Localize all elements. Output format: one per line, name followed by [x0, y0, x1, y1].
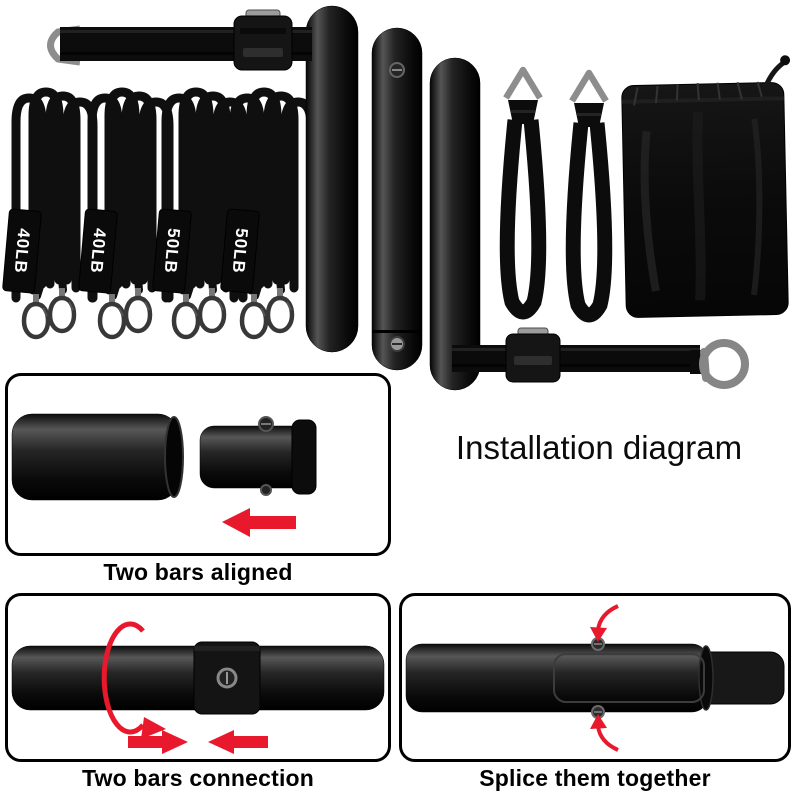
rotation-arrow-icon: [101, 621, 166, 739]
band-weight-sleeve: 40LB: [2, 208, 42, 294]
pilates-bar-short: [429, 57, 481, 391]
cam-buckle-icon: [505, 327, 561, 383]
resistance-band-bundle-1: 40LB: [2, 92, 93, 337]
d-ring-icon: [699, 339, 749, 389]
pilates-bar-middle: [371, 27, 423, 371]
carabiner-icon: [174, 294, 198, 337]
resistance-band-bundle-4: 50LB: [220, 92, 311, 337]
connection-illustration: [11, 621, 385, 754]
caption-two-bars-aligned: Two bars aligned: [103, 559, 293, 585]
band-weight-label: 50LB: [161, 227, 184, 274]
band-weight-sleeve: 50LB: [220, 208, 260, 294]
band-weight-sleeve: 40LB: [78, 208, 118, 294]
carabiner-icon: [100, 294, 124, 337]
carabiner-icon: [200, 288, 224, 331]
splice-screws: [591, 637, 605, 719]
bar-connector-end: [199, 416, 317, 496]
bar-socket-end: [11, 413, 184, 501]
carabiner-icon: [268, 288, 292, 331]
top-strap: [47, 9, 312, 71]
inner-bar-silhouette: [553, 653, 705, 703]
product-collage: 40LB 40LB 50LB: [2, 5, 791, 391]
caption-two-bars-connection: Two bars connection: [81, 765, 315, 791]
pilates-bar-long: [305, 5, 359, 353]
red-arrow-left-icon: [222, 508, 296, 537]
diagram-title: Installation diagram: [455, 429, 743, 466]
resistance-band-bundle-2: 40LB: [78, 92, 169, 337]
resistance-band-bundle-3: 50LB: [152, 92, 243, 337]
hanging-strap-1: [506, 70, 540, 312]
aligned-illustration: [11, 413, 317, 537]
hanging-strap-2: [572, 73, 606, 315]
panel-two-bars-aligned: [5, 373, 391, 556]
carabiner-icon: [126, 288, 150, 331]
carabiner-icon: [50, 288, 74, 331]
screw-pointer-arrows-icon: [590, 604, 619, 752]
band-weight-label: 50LB: [229, 227, 252, 274]
push-together-arrows-icon: [128, 730, 268, 754]
band-weight-sleeve: 50LB: [152, 208, 192, 294]
carabiner-icon: [24, 294, 48, 337]
drawstring-bag: [621, 55, 791, 318]
panel-splice-together: [399, 593, 791, 762]
splice-illustration: [405, 604, 785, 752]
cam-buckle-icon: [233, 9, 293, 71]
d-ring-icon: [47, 25, 81, 66]
band-weight-label: 40LB: [11, 227, 34, 274]
connector-collar: [193, 641, 261, 715]
screw-icon: [260, 484, 272, 496]
caption-splice-together: Splice them together: [479, 765, 711, 791]
panel-two-bars-connection: [5, 593, 391, 762]
band-weight-label: 40LB: [87, 227, 110, 274]
bottom-strap: [452, 327, 749, 389]
